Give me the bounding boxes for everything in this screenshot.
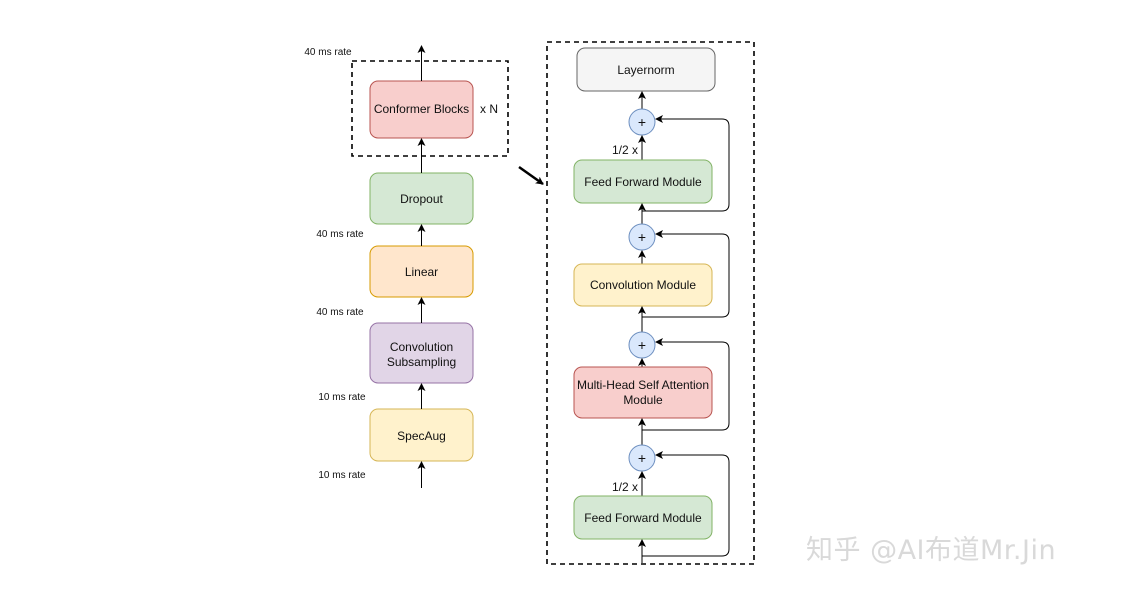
conformer-repeat-dashed-box bbox=[351, 60, 509, 157]
skip-connection-1 bbox=[642, 115, 730, 212]
residual-add-1-label: + bbox=[638, 114, 646, 130]
residual-add-3-label: + bbox=[638, 337, 646, 353]
dropout-label: Dropout bbox=[400, 192, 443, 206]
repeat-n-label: x N bbox=[480, 102, 498, 116]
watermark: 知乎 @AI布道Mr.Jin bbox=[806, 535, 1057, 566]
skip-connection-3 bbox=[642, 338, 730, 431]
specaug-label: SpecAug bbox=[397, 429, 446, 443]
half-step-label-bottom: 1/2 x bbox=[612, 480, 638, 494]
conv-subsampling-label-line1: Convolution bbox=[390, 340, 453, 354]
skip-connection-4 bbox=[642, 451, 730, 557]
conv-subsampling-label-line2: Subsampling bbox=[387, 355, 456, 369]
feed-forward-module-top-label: Feed Forward Module bbox=[584, 175, 702, 189]
half-step-label-top: 1/2 x bbox=[612, 143, 638, 157]
rate-label-top: 40 ms rate bbox=[304, 47, 352, 58]
rate-label-after-linear: 40 ms rate bbox=[316, 307, 364, 318]
conformer-block-detail-dashed-box bbox=[546, 41, 755, 565]
residual-add-2-label: + bbox=[638, 229, 646, 245]
mhsa-module-label-line1: Multi-Head Self Attention bbox=[577, 378, 709, 392]
rate-label-after-conv: 10 ms rate bbox=[318, 392, 366, 403]
layernorm-box bbox=[576, 47, 716, 92]
residual-add-4-label: + bbox=[638, 450, 646, 466]
convolution-module-label: Convolution Module bbox=[590, 278, 696, 292]
layernorm-label: Layernorm bbox=[617, 63, 674, 77]
mhsa-module-label-line2: Module bbox=[623, 393, 663, 407]
zoom-arrow bbox=[518, 165, 544, 186]
rate-label-input: 10 ms rate bbox=[318, 470, 366, 481]
rate-label-after-dropout: 40 ms rate bbox=[316, 229, 364, 240]
skip-connection-2 bbox=[642, 230, 730, 318]
linear-label: Linear bbox=[405, 265, 438, 279]
conformer-blocks-label: Conformer Blocks bbox=[374, 102, 469, 116]
feed-forward-module-bottom-label: Feed Forward Module bbox=[584, 511, 702, 525]
